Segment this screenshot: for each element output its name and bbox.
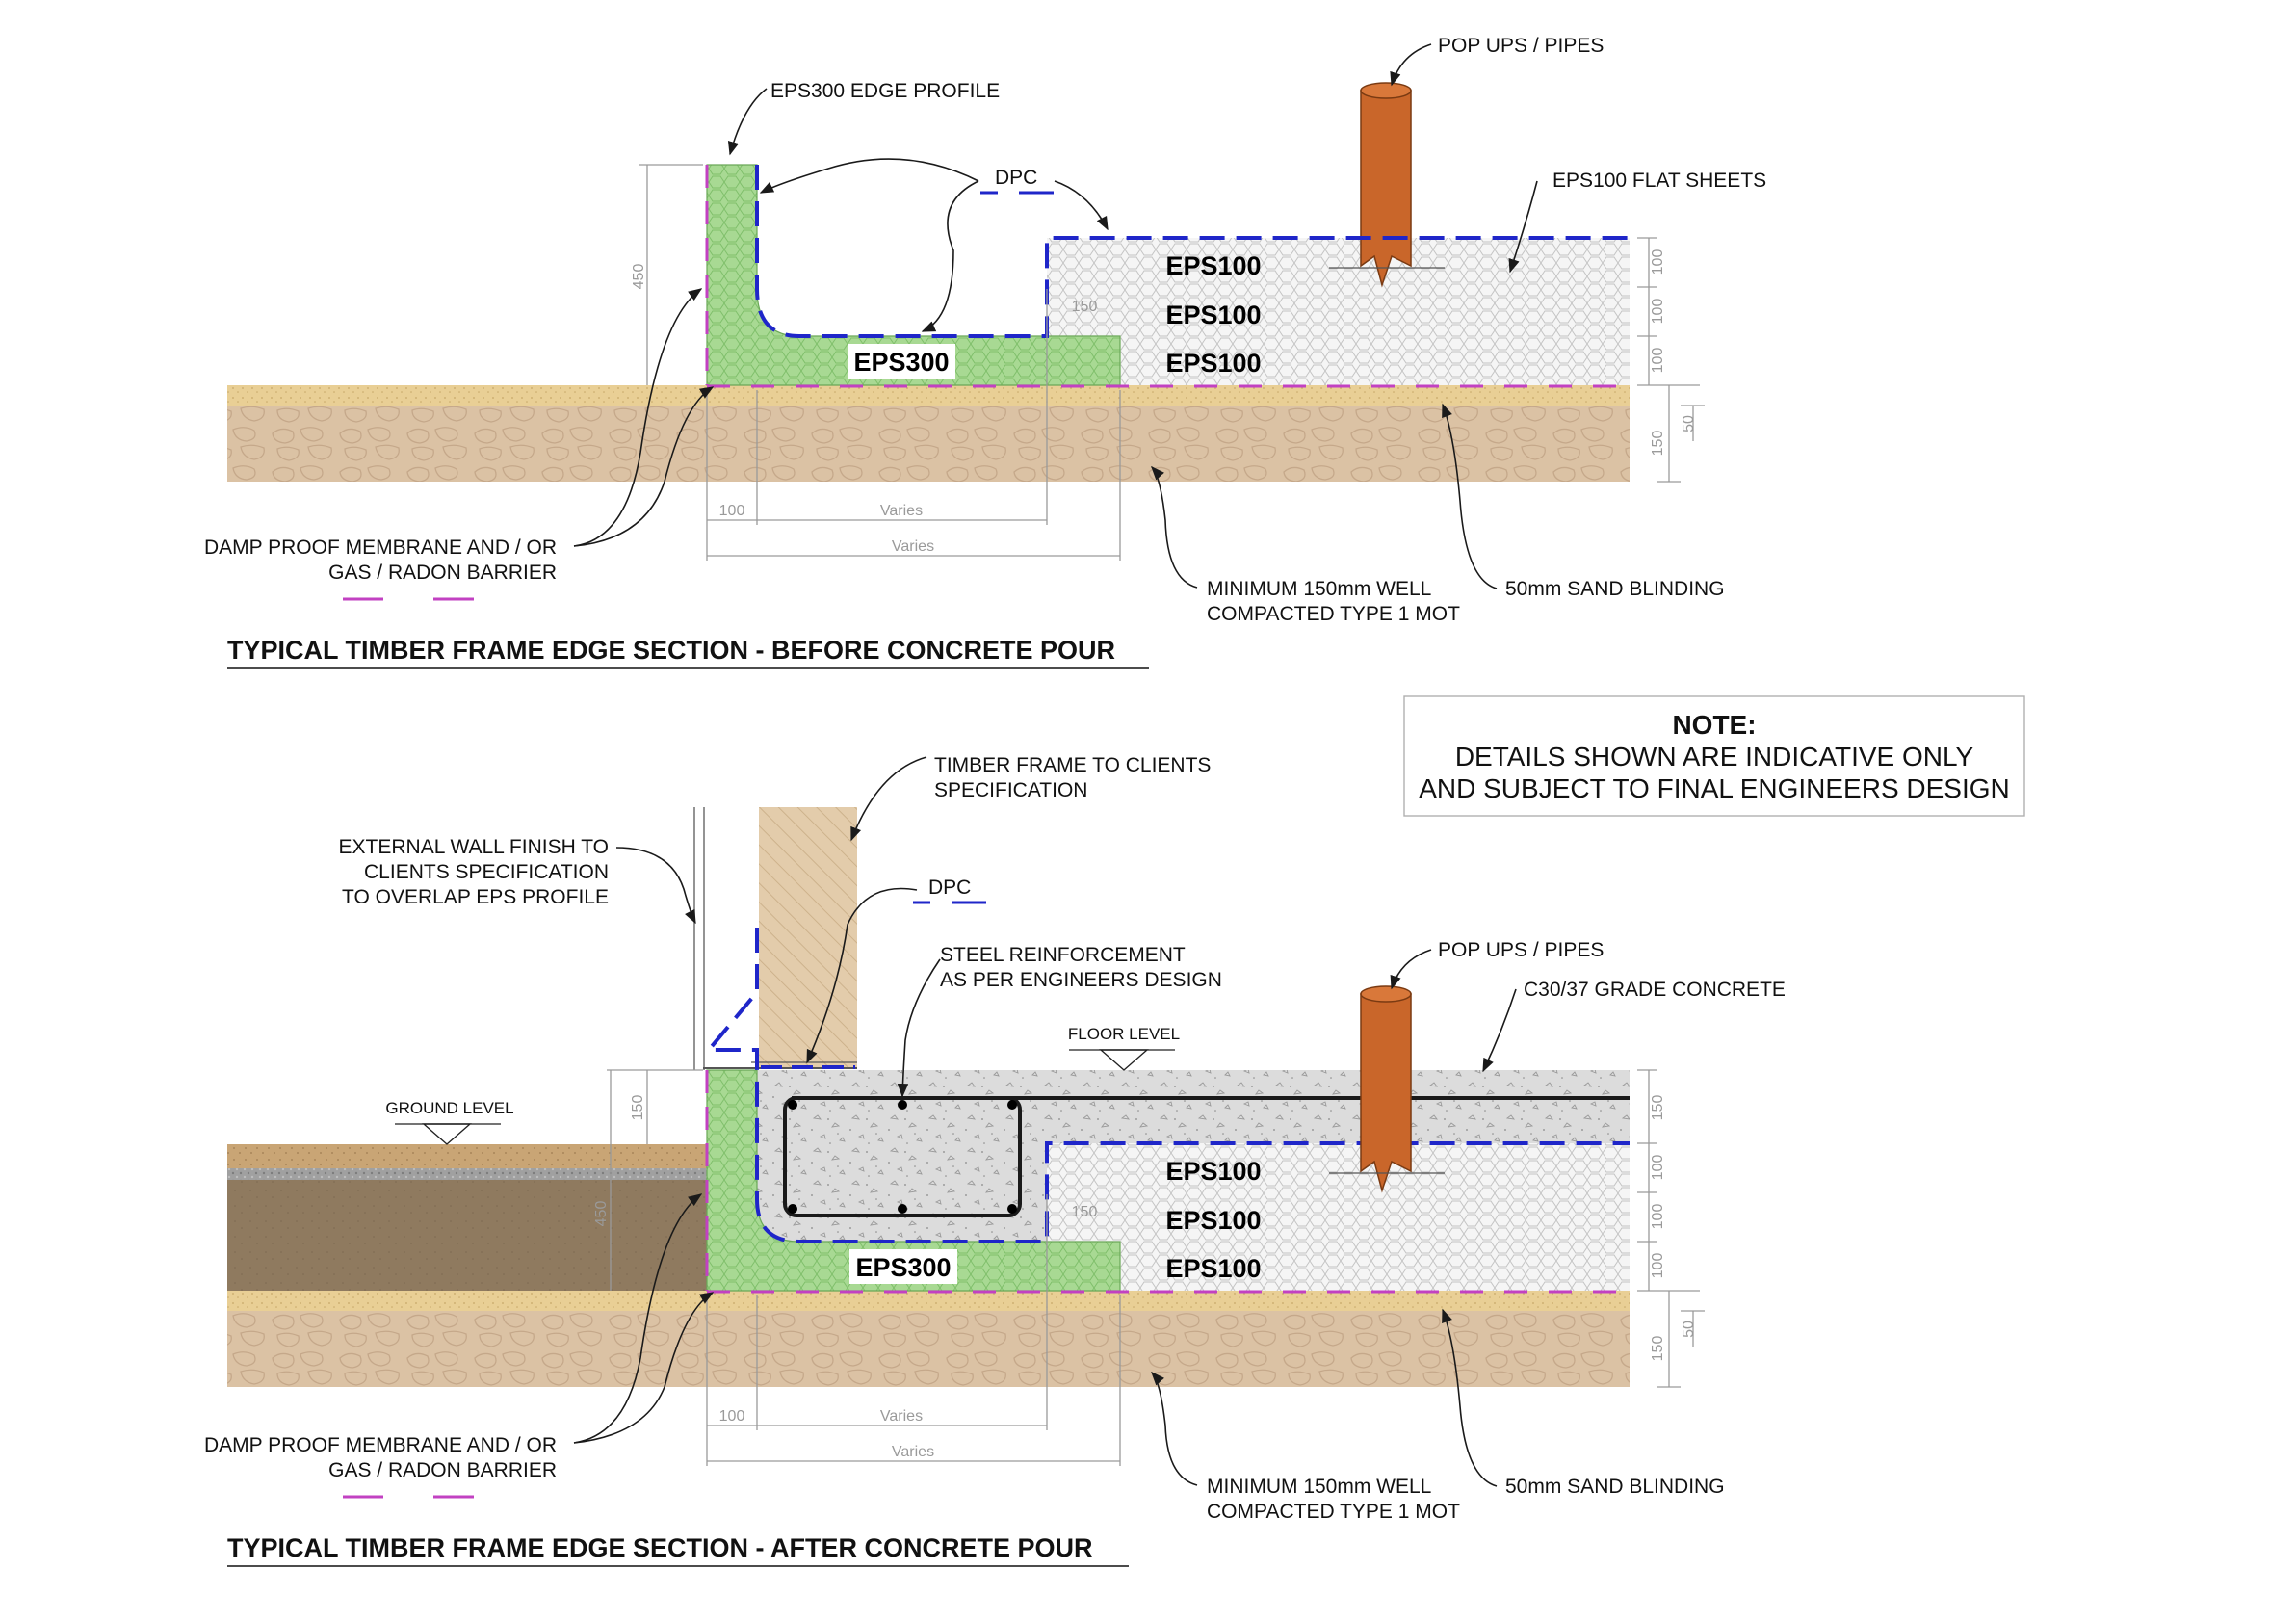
ground-level-icon bbox=[422, 1123, 472, 1145]
label-pop-ups: POP UPS / PIPES bbox=[1438, 939, 1604, 961]
note-box: NOTE: DETAILS SHOWN ARE INDICATIVE ONLY … bbox=[1403, 695, 2025, 817]
bottom-section: FLOOR LEVEL GROUND LEVEL EPS300 EPS100 E… bbox=[204, 754, 1786, 1567]
eps100-top-label: EPS100 bbox=[1165, 251, 1261, 280]
dimensions: 150 450 150 150 100 100 100 150 50 100 V… bbox=[593, 1069, 1705, 1466]
svg-text:100: 100 bbox=[1650, 1253, 1666, 1279]
pipe bbox=[1360, 993, 1412, 1193]
rebar-points bbox=[788, 1100, 1017, 1214]
label-external-wall-3: TO OVERLAP EPS PROFILE bbox=[342, 886, 609, 908]
hardcore-layer bbox=[227, 1311, 1630, 1387]
section-title-after: TYPICAL TIMBER FRAME EDGE SECTION - AFTE… bbox=[227, 1533, 1093, 1562]
svg-text:150: 150 bbox=[630, 1095, 646, 1121]
label-membrane-1: DAMP PROOF MEMBRANE AND / OR bbox=[204, 1434, 557, 1456]
svg-text:150: 150 bbox=[1650, 1095, 1666, 1121]
note-line-1: DETAILS SHOWN ARE INDICATIVE ONLY bbox=[1455, 742, 1974, 772]
label-eps300-edge-profile: EPS300 EDGE PROFILE bbox=[770, 80, 1000, 102]
eps100-sheet-top bbox=[1047, 1143, 1630, 1192]
label-mot-2: COMPACTED TYPE 1 MOT bbox=[1207, 603, 1460, 625]
eps100-bot-label: EPS100 bbox=[1165, 349, 1261, 378]
label-eps100-flat-sheets: EPS100 FLAT SHEETS bbox=[1552, 170, 1766, 192]
label-dpc: DPC bbox=[928, 876, 971, 899]
hardcore-layer bbox=[227, 406, 1630, 482]
eps100-mid-label: EPS100 bbox=[1165, 1206, 1261, 1235]
section-title-before: TYPICAL TIMBER FRAME EDGE SECTION - BEFO… bbox=[227, 636, 1115, 665]
svg-text:100: 100 bbox=[719, 503, 745, 519]
eps100-bot-label: EPS100 bbox=[1165, 1254, 1261, 1283]
svg-text:100: 100 bbox=[1650, 1155, 1666, 1181]
svg-text:100: 100 bbox=[1650, 1204, 1666, 1230]
label-membrane-1: DAMP PROOF MEMBRANE AND / OR bbox=[204, 536, 557, 559]
svg-text:150: 150 bbox=[1650, 1336, 1666, 1362]
subsoil-layer bbox=[227, 1180, 707, 1291]
label-timber-frame-1: TIMBER FRAME TO CLIENTS bbox=[934, 754, 1211, 776]
svg-text:450: 450 bbox=[631, 264, 647, 290]
svg-text:150: 150 bbox=[1072, 1204, 1098, 1220]
label-external-wall-1: EXTERNAL WALL FINISH TO bbox=[339, 836, 609, 858]
svg-text:Varies: Varies bbox=[892, 1444, 934, 1460]
label-sand-blinding: 50mm SAND BLINDING bbox=[1505, 1476, 1725, 1498]
svg-text:Varies: Varies bbox=[892, 538, 934, 555]
label-steel-2: AS PER ENGINEERS DESIGN bbox=[940, 969, 1222, 991]
svg-text:100: 100 bbox=[1650, 299, 1666, 325]
pipe bbox=[1360, 90, 1412, 288]
svg-text:450: 450 bbox=[593, 1201, 610, 1227]
svg-text:100: 100 bbox=[719, 1408, 745, 1425]
eps100-top-label: EPS100 bbox=[1165, 1157, 1261, 1186]
eps100-sheet-bottom bbox=[1120, 1242, 1630, 1291]
floor-level-icon bbox=[1099, 1049, 1149, 1071]
eps300-block-label: EPS300 bbox=[855, 1253, 951, 1282]
label-mot-2: COMPACTED TYPE 1 MOT bbox=[1207, 1501, 1460, 1523]
label-concrete: C30/37 GRADE CONCRETE bbox=[1524, 979, 1786, 1001]
topsoil-layer bbox=[227, 1144, 707, 1168]
gravel-layer bbox=[227, 1168, 707, 1180]
label-pop-ups: POP UPS / PIPES bbox=[1438, 35, 1604, 57]
timber-frame bbox=[759, 807, 857, 1067]
svg-text:50: 50 bbox=[1681, 1321, 1697, 1338]
note-heading: NOTE: bbox=[1672, 710, 1756, 740]
eps100-sheet-middle bbox=[1047, 1192, 1630, 1242]
dpc-line bbox=[755, 165, 1630, 338]
label-floor-level: FLOOR LEVEL bbox=[1068, 1025, 1180, 1043]
label-dpc: DPC bbox=[995, 167, 1037, 189]
svg-text:Varies: Varies bbox=[880, 503, 923, 519]
top-section: EPS300 EPS100 EPS100 EPS100 450 150 100 … bbox=[204, 35, 1766, 669]
sand-blinding-layer bbox=[227, 1291, 1630, 1311]
label-mot-1: MINIMUM 150mm WELL bbox=[1207, 1476, 1431, 1498]
sand-blinding-layer bbox=[227, 385, 1630, 406]
label-mot-1: MINIMUM 150mm WELL bbox=[1207, 578, 1431, 600]
pipe-end bbox=[1360, 985, 1412, 1003]
label-external-wall-2: CLIENTS SPECIFICATION bbox=[364, 861, 609, 883]
svg-text:100: 100 bbox=[1650, 348, 1666, 374]
eps300-block-label: EPS300 bbox=[853, 348, 949, 377]
label-steel-1: STEEL REINFORCEMENT bbox=[940, 944, 1186, 966]
label-membrane-2: GAS / RADON BARRIER bbox=[328, 1459, 557, 1481]
note-line-2: AND SUBJECT TO FINAL ENGINEERS DESIGN bbox=[1419, 773, 2010, 803]
dpc-line bbox=[704, 928, 1630, 1243]
eps100-sheet-middle bbox=[1047, 287, 1630, 336]
label-membrane-2: GAS / RADON BARRIER bbox=[328, 562, 557, 584]
eps100-mid-label: EPS100 bbox=[1165, 301, 1261, 329]
svg-text:50: 50 bbox=[1681, 415, 1697, 432]
label-timber-frame-2: SPECIFICATION bbox=[934, 779, 1087, 801]
label-sand-blinding: 50mm SAND BLINDING bbox=[1505, 578, 1725, 600]
svg-text:150: 150 bbox=[1650, 431, 1666, 457]
dimensions: 450 150 100 100 100 150 50 100 Varies Va… bbox=[631, 164, 1705, 561]
svg-text:100: 100 bbox=[1650, 249, 1666, 275]
pipe-end bbox=[1360, 82, 1412, 99]
svg-text:Varies: Varies bbox=[880, 1408, 923, 1425]
eps100-sheet-top bbox=[1047, 238, 1630, 287]
svg-text:150: 150 bbox=[1072, 299, 1098, 315]
label-ground-level: GROUND LEVEL bbox=[385, 1099, 513, 1117]
eps100-sheet-bottom bbox=[1120, 336, 1630, 385]
